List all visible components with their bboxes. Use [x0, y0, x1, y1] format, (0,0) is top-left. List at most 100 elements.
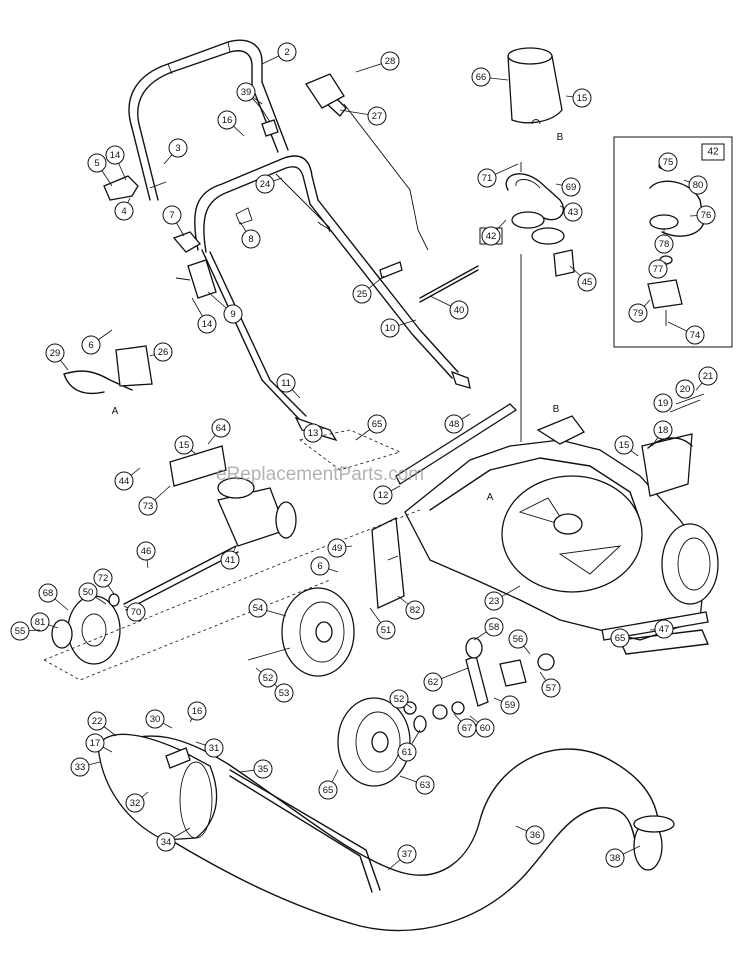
callout-number: 41	[225, 555, 236, 566]
callout-number: 16	[192, 706, 203, 717]
part-callout: 82	[397, 595, 425, 620]
part-callout: 20	[675, 379, 695, 399]
callout-bubble	[93, 568, 113, 588]
callout-bubble	[380, 318, 400, 338]
callout-bubble	[45, 343, 65, 363]
callout-bubble	[220, 550, 240, 570]
callout-number: 28	[385, 56, 396, 67]
part-callout: 63	[399, 775, 435, 795]
callout-bubble	[373, 485, 393, 505]
callout-bubble	[236, 82, 256, 102]
part-callout: 45	[569, 265, 597, 292]
part-callout: 17	[85, 733, 113, 753]
part-callout: 75	[658, 152, 678, 172]
belt-drive-assembly	[505, 162, 575, 442]
callout-number: 24	[260, 179, 271, 190]
callout-number: 54	[253, 603, 264, 614]
callout-number: 13	[308, 428, 319, 439]
callout-number: 81	[35, 617, 46, 628]
callout-bubble	[310, 556, 330, 576]
callout-bubble	[572, 88, 592, 108]
callout-number: 71	[482, 173, 493, 184]
callout-bubble	[444, 414, 464, 434]
callout-number: 8	[248, 234, 253, 245]
callout-number: 72	[98, 573, 109, 584]
callout-number: 56	[513, 634, 524, 645]
callout-bubble	[125, 793, 145, 813]
callout-number: 57	[546, 683, 557, 694]
part-callout: 19	[653, 393, 673, 413]
callout-number: 43	[568, 207, 579, 218]
part-callout: 10	[380, 318, 417, 338]
callout-bubble	[605, 848, 625, 868]
callout-bubble	[500, 695, 520, 715]
part-callout: 22	[87, 711, 117, 737]
callout-number: 80	[693, 180, 704, 191]
part-callout: 37	[387, 844, 417, 871]
callout-number: 51	[381, 625, 392, 636]
callout-bubble	[136, 541, 156, 561]
part-callout: 43	[559, 202, 583, 222]
part-callout: 44	[114, 467, 141, 491]
part-callout: 7	[162, 205, 185, 237]
callout-number: 39	[241, 87, 252, 98]
callout-number: 21	[703, 371, 714, 382]
callout-number: 79	[633, 308, 644, 319]
part-callout: 35	[239, 759, 273, 779]
part-callout: 23	[484, 585, 521, 611]
callout-number: 7	[169, 210, 174, 221]
callout-bubble	[81, 335, 101, 355]
callout-number: 77	[653, 264, 664, 275]
callout-bubble	[685, 325, 705, 345]
callout-bubble	[508, 629, 528, 649]
callout-bubble	[126, 602, 146, 622]
callout-bubble	[248, 598, 268, 618]
part-callout: 48	[444, 413, 471, 434]
callout-number: 16	[222, 115, 233, 126]
callout-bubble	[577, 272, 597, 292]
part-callout: 27	[339, 106, 387, 126]
part-callout: 30	[145, 709, 173, 729]
part-callout: 52	[255, 667, 278, 688]
callout-number: 14	[202, 319, 213, 330]
inset-box-label: 42	[707, 147, 719, 158]
callout-bubble	[87, 153, 107, 173]
ref-letter-a1: A	[112, 406, 119, 417]
ref-letter-a2: A	[487, 492, 494, 503]
callout-number: 33	[75, 762, 86, 773]
callout-number: 75	[663, 157, 674, 168]
callout-number: 15	[577, 93, 588, 104]
callout-number: 42	[486, 231, 497, 242]
callout-bubble	[197, 314, 217, 334]
callout-number: 9	[230, 309, 235, 320]
part-callout: 67	[453, 713, 477, 738]
part-callout: 79	[628, 299, 651, 323]
part-callout: 8	[239, 221, 261, 249]
callout-bubble	[30, 612, 50, 632]
callout-number: 47	[659, 624, 670, 635]
drive-gear-and-pinion	[51, 593, 121, 665]
part-callout: 34	[156, 827, 191, 852]
drive-axle	[123, 545, 239, 611]
callout-bubble	[675, 379, 695, 399]
callout-bubble	[318, 780, 338, 800]
callout-bubble	[187, 701, 207, 721]
part-callout: 71	[477, 163, 519, 188]
callout-bubble	[174, 435, 194, 455]
callout-number: 23	[489, 596, 500, 607]
callout-number: 18	[658, 425, 669, 436]
callout-bubble	[70, 757, 90, 777]
callout-bubble	[223, 304, 243, 324]
callout-bubble	[389, 689, 409, 709]
part-callout: 15	[614, 435, 639, 457]
callout-bubble	[397, 844, 417, 864]
callout-number: 29	[50, 348, 61, 359]
callout-bubble	[367, 414, 387, 434]
callout-bubble	[241, 229, 261, 249]
callout-bubble	[698, 366, 718, 386]
part-callout: 72	[93, 568, 115, 595]
part-callout: 60	[469, 715, 495, 738]
rear-wheel-right	[661, 523, 719, 605]
